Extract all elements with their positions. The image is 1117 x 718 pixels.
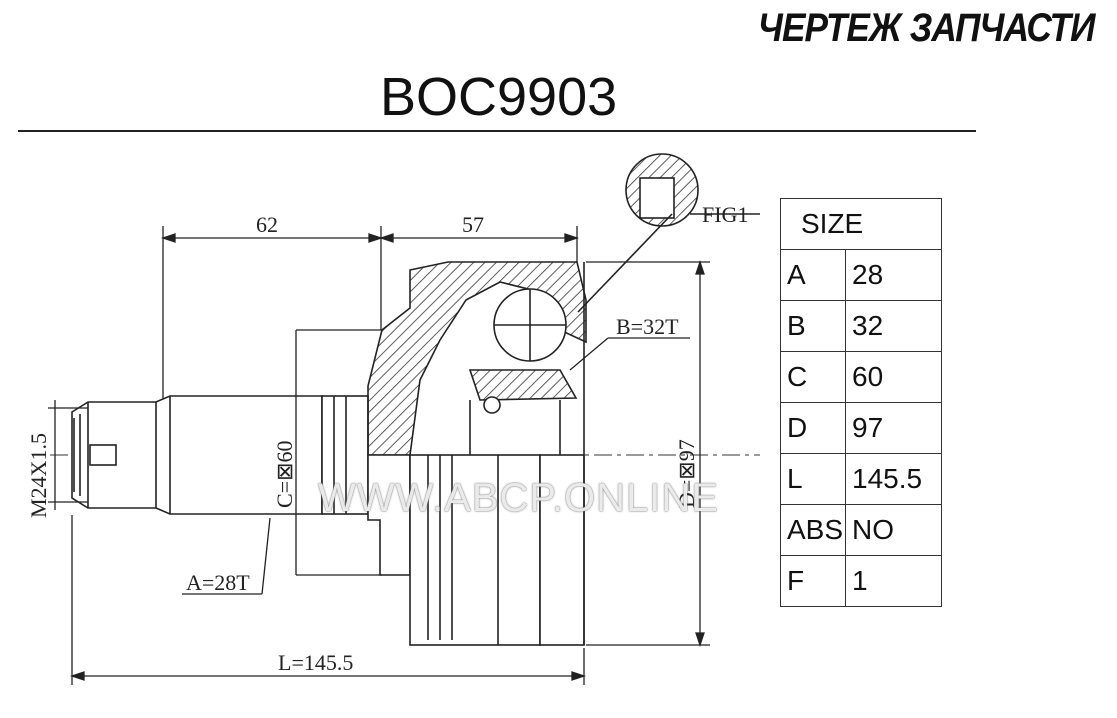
size-row: B 32 — [780, 300, 942, 352]
b-leader — [569, 337, 690, 371]
dimension-62-57 — [160, 226, 580, 400]
size-row: ABS NO — [780, 504, 942, 556]
d-dimension — [586, 259, 710, 648]
size-row: L 145.5 — [780, 453, 942, 505]
shaft-outline — [71, 395, 323, 515]
size-value: 145.5 — [845, 453, 942, 505]
l-label: L=145.5 — [278, 650, 353, 675]
b-label: B=32T — [616, 314, 679, 339]
dim-62-label: 62 — [256, 212, 278, 237]
m-label: M24X1.5 — [26, 433, 51, 518]
size-value: 28 — [845, 249, 942, 301]
size-value: 32 — [845, 300, 942, 352]
header-title: ЧЕРТЕЖ ЗАПЧАСТИ — [758, 6, 1096, 50]
size-row: D 97 — [780, 402, 942, 454]
size-row: A 28 — [780, 249, 942, 301]
size-key: ABS — [780, 504, 846, 556]
size-row: F 1 — [780, 555, 942, 607]
m-dimension — [48, 400, 88, 510]
size-value: 1 — [845, 555, 942, 607]
size-value: 97 — [845, 402, 942, 454]
size-key: D — [780, 402, 846, 454]
housing-section — [367, 261, 587, 646]
size-value: NO — [845, 504, 942, 556]
c-dimension — [295, 329, 382, 576]
fig1-detail — [577, 153, 760, 313]
size-key: C — [780, 351, 846, 403]
watermark: WWW.ABCP.ONLINE — [318, 476, 719, 520]
size-key: B — [780, 300, 846, 352]
size-key: F — [780, 555, 846, 607]
a-leader — [182, 517, 271, 595]
size-row: C 60 — [780, 351, 942, 403]
housing-neck — [321, 395, 369, 515]
a-label: A=28T — [186, 570, 250, 595]
size-table: SIZE A 28 B 32 C 60 D 97 L 145.5 ABS NO … — [780, 198, 942, 607]
title-divider — [18, 130, 976, 132]
part-number: BOC9903 — [380, 67, 618, 127]
size-value: 60 — [845, 351, 942, 403]
size-heading: SIZE — [780, 198, 942, 250]
c-label: C=⊠60 — [272, 440, 297, 508]
ball-bearing — [483, 288, 567, 414]
l-dimension — [69, 515, 587, 685]
size-key: A — [780, 249, 846, 301]
size-table-header: SIZE — [780, 198, 942, 250]
d-label: D=⊠97 — [674, 439, 699, 508]
dim-57-label: 57 — [462, 212, 484, 237]
fig1-label: FIG1 — [702, 202, 748, 227]
size-key: L — [780, 453, 846, 505]
